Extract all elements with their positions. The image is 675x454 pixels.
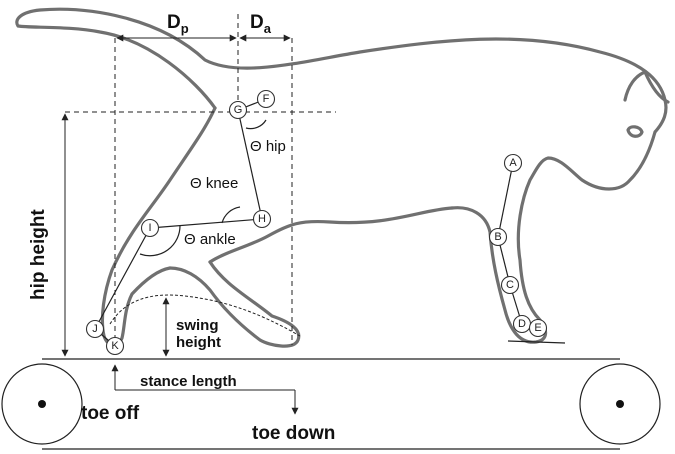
treadmill: [1, 358, 661, 450]
joint-d: D: [512, 314, 532, 334]
joint-c: C: [500, 275, 520, 295]
joint-a: A: [503, 153, 523, 173]
swing-label: swing: [176, 317, 219, 334]
svg-text:F: F: [263, 93, 270, 105]
toe-down-label: toe down: [252, 423, 335, 444]
hip-height-label: hip height: [28, 209, 49, 300]
cat-outline: [15, 7, 670, 348]
stance-length-label: stance length: [140, 373, 237, 390]
svg-text:I: I: [148, 222, 151, 234]
toe-off-label: toe off: [81, 403, 140, 424]
height-label: height: [176, 334, 221, 351]
ankle-angle-arc: [139, 224, 181, 257]
svg-text:C: C: [506, 279, 514, 291]
knee-angle-arc: [221, 206, 241, 224]
theta-ankle-label: Θ ankle: [184, 231, 236, 248]
joint-b: B: [488, 227, 508, 247]
hind-limb-skeleton: [94, 98, 267, 347]
roller-right-axle: [616, 400, 624, 408]
svg-text:E: E: [534, 322, 541, 334]
joint-j: J: [85, 319, 105, 339]
svg-text:K: K: [111, 340, 119, 352]
reference-lines: [65, 14, 336, 345]
joint-i: I: [140, 218, 160, 238]
svg-text:J: J: [92, 323, 98, 335]
joint-k: K: [105, 336, 125, 356]
svg-text:H: H: [258, 213, 266, 225]
svg-text:D: D: [518, 318, 526, 330]
roller-left-axle: [38, 400, 46, 408]
theta-knee-label: Θ knee: [190, 175, 238, 192]
theta-hip-label: Θ hip: [250, 138, 286, 155]
hip-angle-arc: [245, 119, 267, 130]
joint-e: E: [528, 318, 548, 338]
dp-label: Dp: [167, 12, 189, 36]
svg-text:B: B: [494, 231, 501, 243]
da-label: Da: [250, 12, 272, 36]
swing-trajectory: [109, 294, 301, 337]
svg-text:A: A: [509, 157, 517, 169]
svg-text:G: G: [234, 104, 243, 116]
treadmill-roller-right: [579, 363, 661, 445]
joint-h: H: [252, 209, 272, 229]
treadmill-roller-left: [1, 363, 83, 445]
joint-g: G: [228, 100, 248, 120]
joint-f: F: [256, 89, 276, 109]
